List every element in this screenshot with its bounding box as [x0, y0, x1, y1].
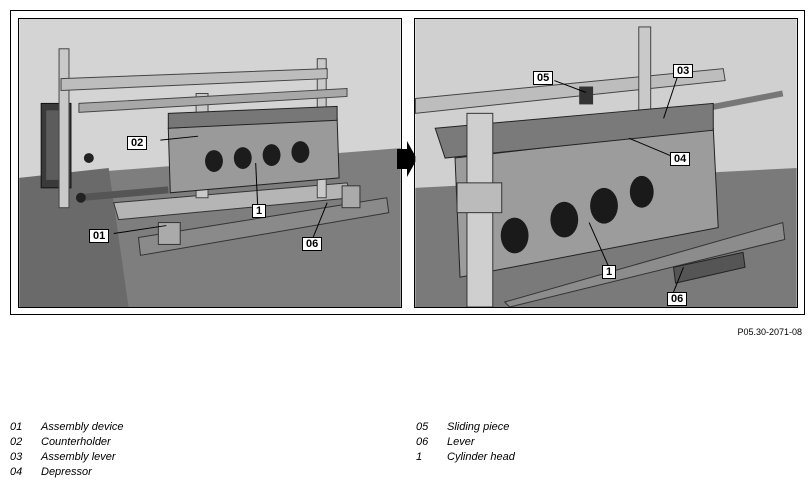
- left-photo-drawing: [19, 19, 401, 307]
- left-photo: 02 1 01 06: [18, 18, 402, 308]
- figure-frame: 02 1 01 06: [10, 10, 805, 315]
- legend-right-column: 05 Sliding piece 06 Lever 1 Cylinder head: [416, 420, 515, 465]
- legend-number: 04: [10, 466, 23, 478]
- legend-number: 05: [416, 421, 429, 433]
- legend-left-column: 01 Assembly device 02 Counterholder 03 Asse…: [10, 420, 124, 480]
- left-callout-1: 1: [252, 204, 267, 218]
- legend-item: 01 Assembly device: [10, 420, 124, 435]
- legend-number: 01: [10, 421, 23, 433]
- figure-reference: P05.30-2071-08: [737, 327, 802, 337]
- legend-item: 06 Lever: [416, 435, 515, 450]
- legend-item: 03 Assembly lever: [10, 450, 124, 465]
- left-callout-02: 02: [127, 136, 148, 150]
- right-photo: 05 03 04 1 06: [414, 18, 798, 308]
- legend-text: Assembly device: [41, 421, 124, 433]
- legend-number: 02: [10, 436, 23, 448]
- left-callout-01: 01: [89, 229, 110, 243]
- left-callout-06: 06: [302, 237, 323, 251]
- right-callout-06: 06: [667, 292, 688, 306]
- legend-text: Sliding piece: [447, 421, 510, 433]
- legend-text: Lever: [447, 436, 475, 448]
- legend-text: Assembly lever: [41, 451, 116, 463]
- legend-item: 02 Counterholder: [10, 435, 124, 450]
- legend-text: Counterholder: [41, 436, 111, 448]
- legend-number: 1: [416, 451, 423, 463]
- right-photo-drawing: [415, 19, 797, 307]
- right-callout-04: 04: [670, 152, 691, 166]
- legend-item: 1 Cylinder head: [416, 450, 515, 465]
- legend-text: Cylinder head: [447, 451, 515, 463]
- legend-number: 06: [416, 436, 429, 448]
- right-callout-1: 1: [602, 265, 617, 279]
- right-callout-03: 03: [673, 64, 694, 78]
- right-callout-05: 05: [533, 71, 554, 85]
- legend-item: 05 Sliding piece: [416, 420, 515, 435]
- arrow-right-icon: [397, 141, 417, 177]
- legend-text: Depressor: [41, 466, 92, 478]
- legend-item: 04 Depressor: [10, 465, 124, 480]
- legend-number: 03: [10, 451, 23, 463]
